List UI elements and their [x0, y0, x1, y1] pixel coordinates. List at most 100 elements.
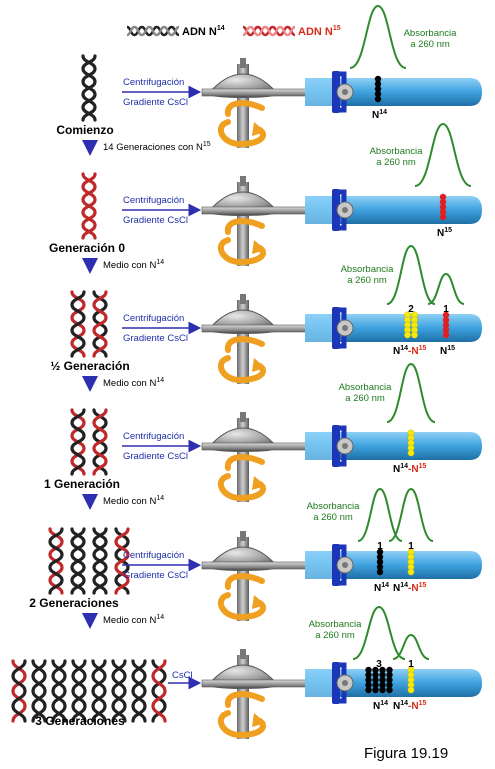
- absorbance-peak: [427, 272, 465, 305]
- absorbance-peak: [357, 487, 403, 542]
- stage-label: 3 Generaciones: [35, 714, 125, 728]
- dna-band: [442, 311, 450, 339]
- band-label: N15: [440, 345, 455, 357]
- gradient-label: Gradiente CsCl: [123, 333, 188, 344]
- stage-label: 1 Generación: [44, 477, 120, 491]
- dna-helix-icon: [71, 659, 87, 723]
- dna-molecules: [81, 54, 97, 122]
- dna-band: [374, 75, 382, 103]
- peak-number-label: 3: [376, 659, 382, 670]
- centrifugation-label: Centrifugación: [123, 431, 184, 442]
- dna-helix-icon: [51, 659, 67, 723]
- absorbance-peak: [388, 487, 434, 542]
- band-label: N14-N15: [393, 345, 426, 357]
- absorbance-label: Absorbancia: [404, 28, 458, 39]
- dna-band: [365, 666, 393, 694]
- band-label: N14: [374, 582, 389, 594]
- dna-band: [376, 548, 384, 576]
- band-label: N14-N15: [393, 700, 426, 712]
- dna-band: [439, 193, 447, 221]
- stage-label: Generación 0: [49, 241, 125, 255]
- rotation-arrow-icon: [217, 100, 266, 148]
- dna-molecules: [70, 290, 108, 358]
- peak-number-label: 2: [408, 304, 414, 315]
- centrifugation-label: Centrifugación: [123, 195, 184, 206]
- absorbance-unit-label: a 260 nm: [410, 39, 450, 50]
- dna-helix-icon: [11, 659, 27, 723]
- dna-helix-icon: [92, 290, 108, 358]
- absorbance-label: Absorbancia: [309, 619, 363, 630]
- dna-band: [404, 311, 418, 339]
- band-label: N14: [373, 700, 388, 712]
- absorbance-peak: [392, 633, 430, 660]
- absorbance-peak: [352, 605, 406, 660]
- dna-helix-icon: [81, 54, 97, 122]
- dna-molecules: [70, 408, 108, 476]
- dna-helix-icon: [70, 290, 86, 358]
- figure-caption: Figura 19.19: [364, 745, 448, 762]
- legend-n15-strand: [242, 25, 296, 37]
- transition-label: Medio con N14: [103, 259, 164, 271]
- centrifugation-label: Centrifugación: [123, 313, 184, 324]
- dna-helix-icon: [131, 659, 147, 723]
- absorbance-label: Absorbancia: [339, 382, 393, 393]
- absorbance-unit-label: a 260 nm: [345, 393, 385, 404]
- stage-label: 2 Generaciones: [29, 596, 119, 610]
- dna-helix-icon: [92, 527, 108, 595]
- band-label: N14-N15: [393, 582, 426, 594]
- dna-helix-icon: [151, 659, 167, 723]
- absorbance-label: Absorbancia: [370, 146, 424, 157]
- gradient-label: Gradiente CsCl: [123, 451, 188, 462]
- rotation-arrow-icon: [217, 336, 266, 384]
- rotor-cap: [240, 412, 246, 422]
- dna-helix-icon: [81, 172, 97, 240]
- absorbance-label: Absorbancia: [341, 264, 395, 275]
- transition-label: Medio con N14: [103, 377, 164, 389]
- absorbance-unit-label: a 260 nm: [376, 157, 416, 168]
- legend-n14-helix-icon: [126, 25, 180, 37]
- legend-n14-label: ADN N14: [182, 25, 225, 38]
- absorbance-unit-label: a 260 nm: [347, 275, 387, 286]
- dna-molecules: [11, 659, 167, 723]
- cscl-label: CsCl: [172, 670, 193, 681]
- dna-helix-icon: [70, 408, 86, 476]
- absorbance-peak: [386, 362, 436, 423]
- absorbance-peak: [349, 4, 407, 69]
- gradient-label: Gradiente CsCl: [123, 570, 188, 581]
- dna-helix-icon: [91, 659, 107, 723]
- gradient-label: Gradiente CsCl: [123, 215, 188, 226]
- band-label: N15: [437, 227, 452, 239]
- rotor-cap: [240, 531, 246, 541]
- peak-number-label: 1: [408, 659, 414, 670]
- rotor-cap: [240, 649, 246, 659]
- dna-helix-icon: [31, 659, 47, 723]
- rotor-cap: [240, 294, 246, 304]
- dna-molecules: [81, 172, 97, 240]
- centrifugation-label: Centrifugación: [123, 77, 184, 88]
- dna-helix-icon: [48, 527, 64, 595]
- legend-n15-helix-icon: [242, 25, 296, 37]
- band-label: N14-N15: [393, 463, 426, 475]
- rotation-arrow-icon: [217, 218, 266, 266]
- rotor-cap: [240, 176, 246, 186]
- peak-number-label: 1: [377, 541, 383, 552]
- rotation-arrow-icon: [217, 691, 266, 739]
- transition-label: Medio con N14: [103, 495, 164, 507]
- peak-number-label: 1: [408, 541, 414, 552]
- absorbance-peak: [414, 122, 472, 187]
- dna-molecules: [48, 527, 130, 595]
- gradient-label: Gradiente CsCl: [123, 97, 188, 108]
- centrifugation-label: Centrifugación: [123, 550, 184, 561]
- legend: ADN N14 ADN N15: [126, 25, 341, 38]
- dna-helix-icon: [114, 527, 130, 595]
- band-label: N14: [372, 109, 387, 121]
- dna-helix-icon: [70, 527, 86, 595]
- absorbance-label: Absorbancia: [307, 501, 361, 512]
- rotor-cap: [240, 58, 246, 68]
